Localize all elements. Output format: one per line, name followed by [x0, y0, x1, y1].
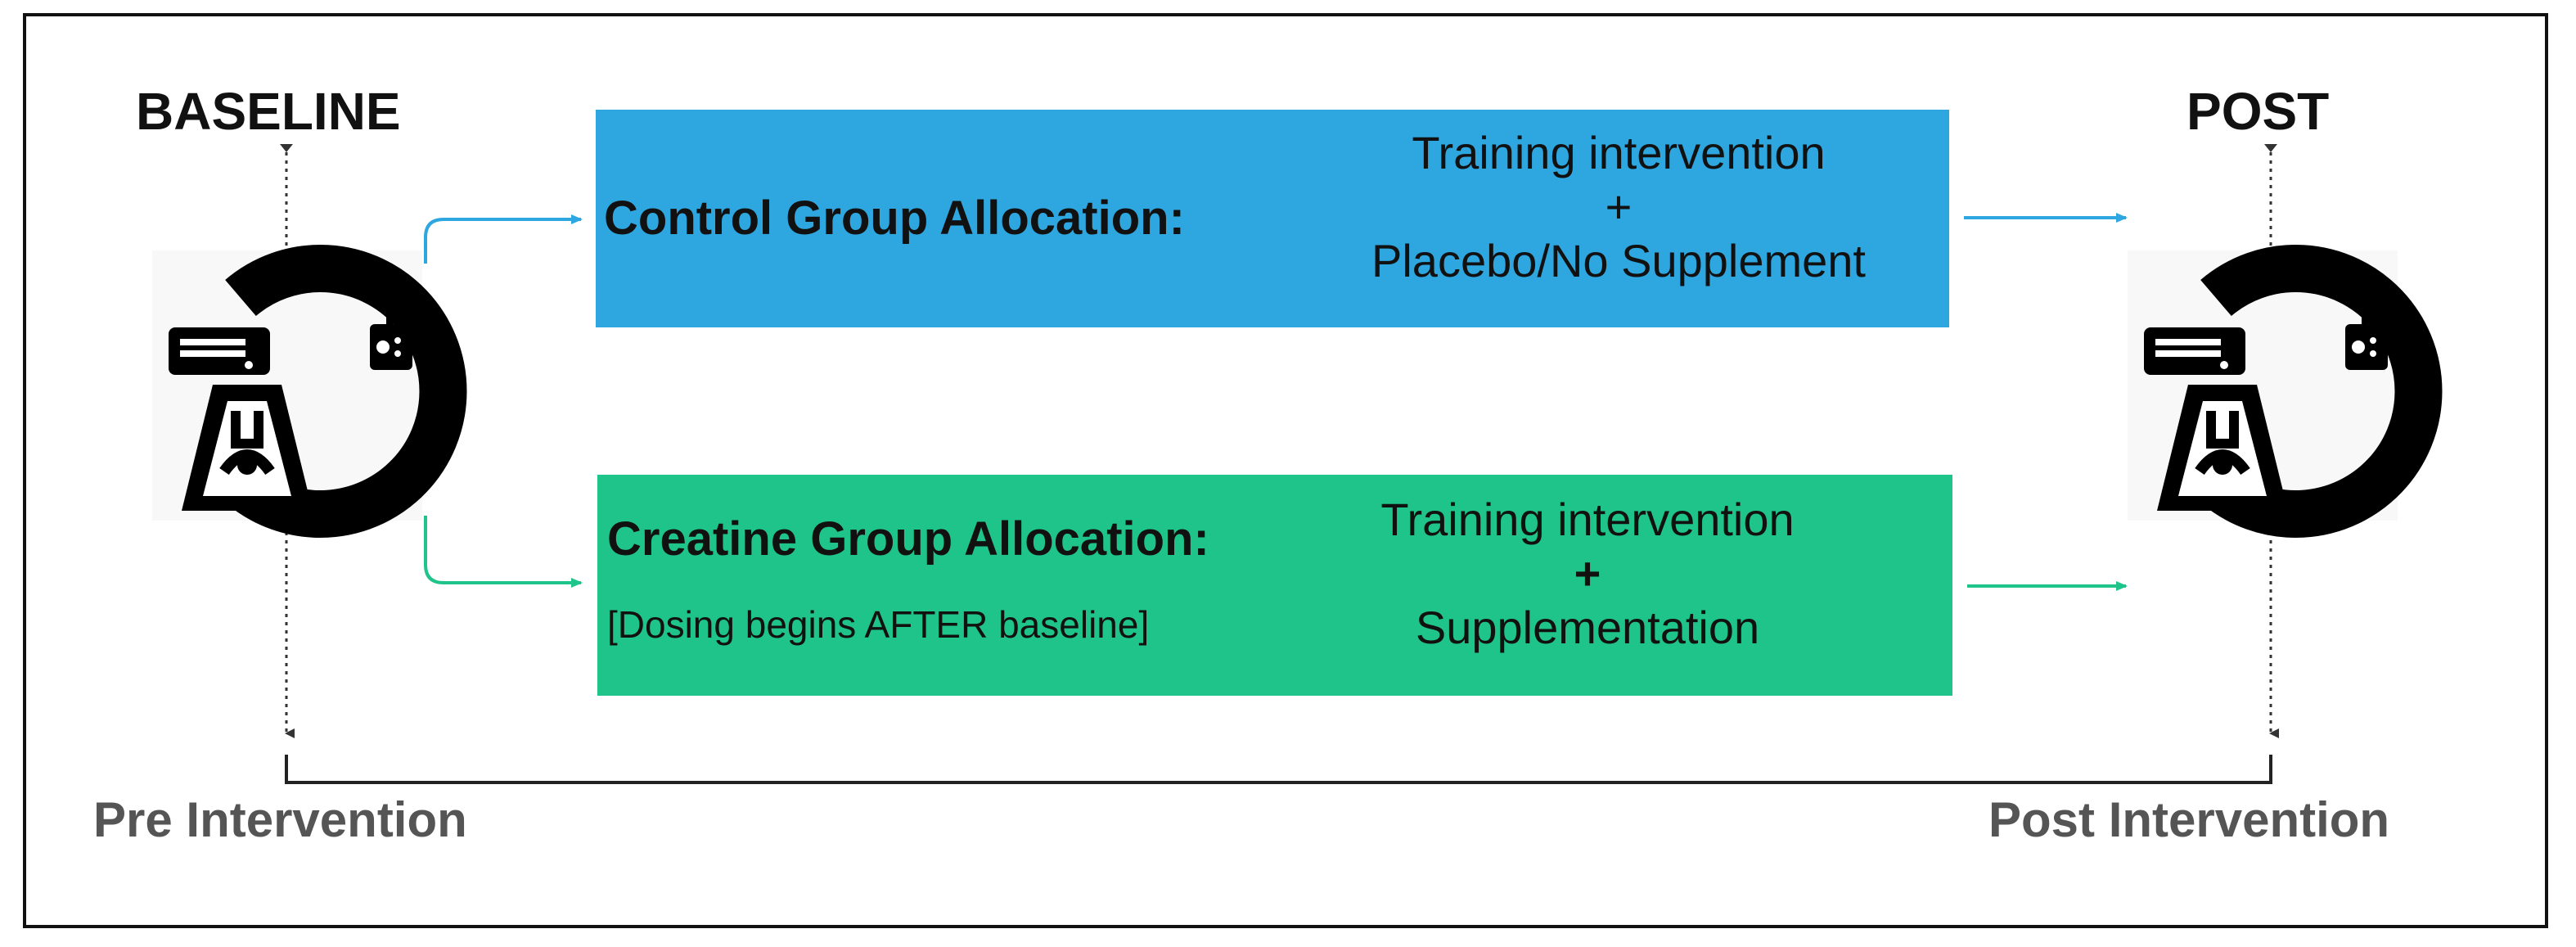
arrow-to-creatine-group [424, 516, 583, 588]
creatine-line-plus: + [1574, 548, 1601, 600]
control-line-supplement: Placebo/No Supplement [1371, 235, 1866, 287]
creatine-dosing-note: [Dosing begins AFTER baseline] [607, 603, 1150, 646]
post-intervention-label: Post Intervention [1988, 792, 2390, 847]
control-group-box: Control Group Allocation: Training inter… [596, 110, 1949, 327]
control-group-description: Training intervention + Placebo/No Suppl… [1316, 126, 1921, 288]
creatine-line-supplement: Supplementation [1415, 602, 1760, 654]
creatine-line-training: Training intervention [1380, 494, 1795, 545]
control-line-plus: + [1605, 181, 1633, 233]
arrow-to-control-group [424, 214, 583, 264]
creatine-group-title: Creatine Group Allocation: [607, 512, 1209, 566]
control-line-training: Training intervention [1412, 127, 1826, 178]
mri-scanner-icon-right [2128, 245, 2443, 538]
timeline-bracket [285, 755, 2272, 784]
baseline-pointer-icon [280, 144, 293, 152]
baseline-label: BASELINE [136, 82, 401, 141]
mri-scanner-icon-left [152, 245, 467, 538]
creatine-group-description: Training intervention + Supplementation [1334, 493, 1841, 655]
control-group-title: Control Group Allocation: [604, 192, 1185, 245]
post-label: POST [2186, 82, 2330, 141]
post-pointer-icon [2264, 144, 2277, 152]
pre-intervention-label: Pre Intervention [93, 792, 467, 847]
creatine-group-box: Creatine Group Allocation: [Dosing begin… [597, 475, 1952, 696]
